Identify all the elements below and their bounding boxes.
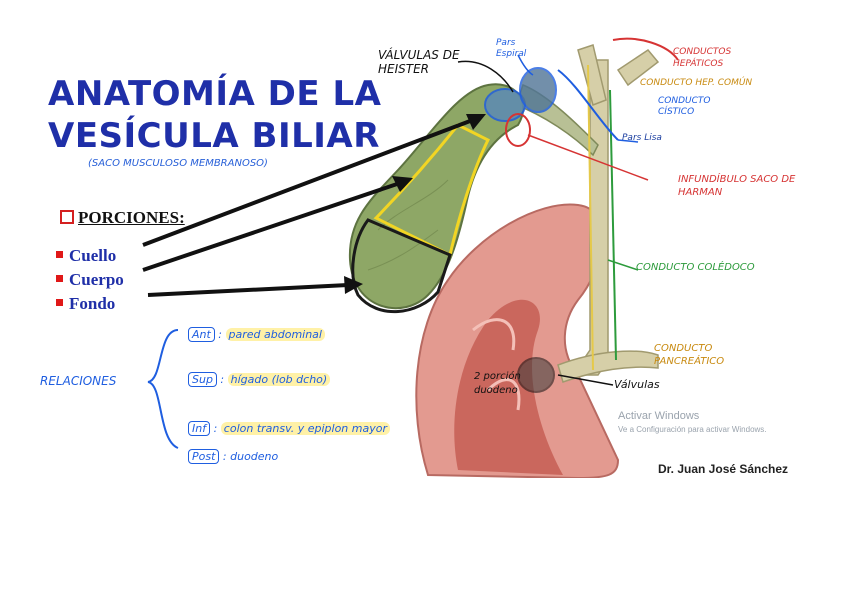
label-conducto-hep-comun: CONDUCTO HEP. COMÚN <box>640 78 753 88</box>
label-conductos-hepaticos: CONDUCTOS HEPÁTICOS <box>673 47 732 69</box>
heister-circle-2 <box>519 67 557 113</box>
relacion-item: Inf : colon transv. y epiplon mayor <box>188 421 390 436</box>
gallbladder-illustration <box>142 37 679 478</box>
hepatic-duct-right <box>616 49 660 87</box>
gallbladder-shape <box>348 83 525 310</box>
list-item: Fondo <box>56 292 124 316</box>
subtitle: (SACO MUSCULOSO MEMBRANOSO) <box>88 158 268 169</box>
label-valvulas-heister: VÁLVULAS DE HEISTER <box>378 48 460 76</box>
arrow-cuello <box>142 116 479 247</box>
list-item: Cuello <box>56 244 124 268</box>
pancreatic-duct <box>557 350 659 383</box>
label-pars-lisa: Pars Lisa <box>622 133 662 143</box>
label-valvulas: Válvulas <box>614 378 660 391</box>
slide: ANATOMÍA DE LA VESÍCULA BILIAR (SACO MUS… <box>18 30 830 478</box>
bullet-icon <box>56 275 63 282</box>
arrow-fondo <box>147 283 349 297</box>
checkbox-icon <box>60 210 74 224</box>
label-conducto-pancreatico: CONDUCTO PANCREÁTICO <box>654 343 725 367</box>
relacion-item: Sup : hígado (lob dcho) <box>188 372 331 387</box>
relaciones-label: RELACIONES <box>40 374 117 388</box>
bullet-icon <box>56 251 63 258</box>
label-porcion-duodeno: 2 porción duodeno <box>474 371 521 396</box>
porciones-heading: PORCIONES: <box>60 208 185 228</box>
porciones-list: Cuello Cuerpo Fondo <box>56 244 124 316</box>
relaciones-bracket <box>147 329 179 449</box>
heister-circle-1 <box>484 88 526 122</box>
infundibulo-circle <box>505 113 531 147</box>
author-credit: Dr. Juan José Sánchez <box>658 462 789 476</box>
arrow-cuerpo <box>142 180 404 272</box>
valvulas-circle <box>517 357 555 393</box>
relacion-item: Ant : pared abdominal <box>188 327 325 342</box>
label-infundibulo: INFUNDÍBULO SACO DE HARMAN <box>678 174 796 198</box>
bullet-icon <box>56 299 63 306</box>
page-title: ANATOMÍA DE LA <box>48 74 382 114</box>
fondo-outline <box>351 218 452 314</box>
activation-watermark: Activar Windows Ve a Configuración para … <box>618 410 767 434</box>
relacion-item: Post : duodeno <box>188 449 278 464</box>
label-pars-espiral: Pars Espiral <box>496 38 527 59</box>
list-item: Cuerpo <box>56 268 124 292</box>
label-conducto-cistico: CONDUCTO CÍSTICO <box>658 96 711 117</box>
page-title-line2: VESÍCULA BILIAR <box>48 116 380 156</box>
duodenum-lumen <box>454 299 563 475</box>
label-conducto-coledoco: CONDUCTO COLÉDOCO <box>636 262 755 273</box>
